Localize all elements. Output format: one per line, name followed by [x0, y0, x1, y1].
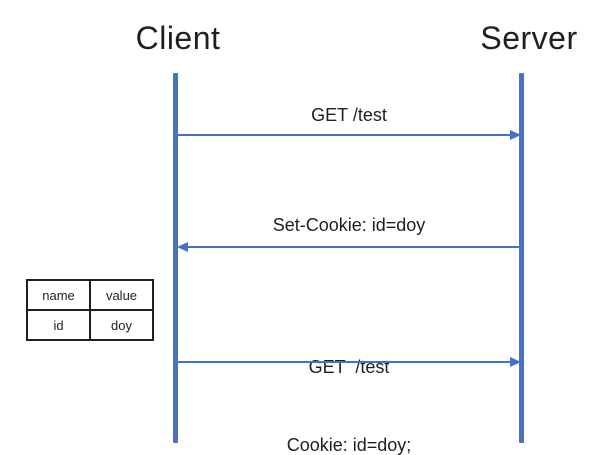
arrowhead-right-icon [510, 357, 521, 367]
message-3-label: GET /test Cookie: id=doy; [177, 302, 521, 455]
arrow-line [187, 246, 521, 248]
cookie-table-data-row: id doy [26, 309, 154, 341]
message-3-label-line2: Cookie: id=doy; [286, 435, 412, 455]
cookie-table: name value id doy [26, 279, 154, 341]
message-3-arrow-right-icon [177, 357, 521, 367]
arrowhead-left-icon [177, 242, 188, 252]
cookie-table-header-value: value [89, 279, 154, 311]
cookie-table-cell-value: doy [89, 309, 154, 341]
cookie-table-header-row: name value [26, 279, 154, 311]
server-lifeline [519, 73, 524, 443]
client-lifeline [173, 73, 178, 443]
cookie-table-cell-name: id [26, 309, 91, 341]
cookie-table-header-name: name [26, 279, 91, 311]
message-2-label: Set-Cookie: id=doy [272, 215, 426, 235]
actor-label-server: Server [480, 20, 578, 56]
message-1-label: GET /test [311, 105, 387, 125]
message-2-arrow-left-icon [177, 242, 521, 252]
arrow-line [177, 361, 511, 363]
arrow-line [177, 134, 511, 136]
arrowhead-right-icon [510, 130, 521, 140]
message-1-arrow-right-icon [177, 130, 521, 140]
actor-label-client: Client [135, 20, 221, 56]
